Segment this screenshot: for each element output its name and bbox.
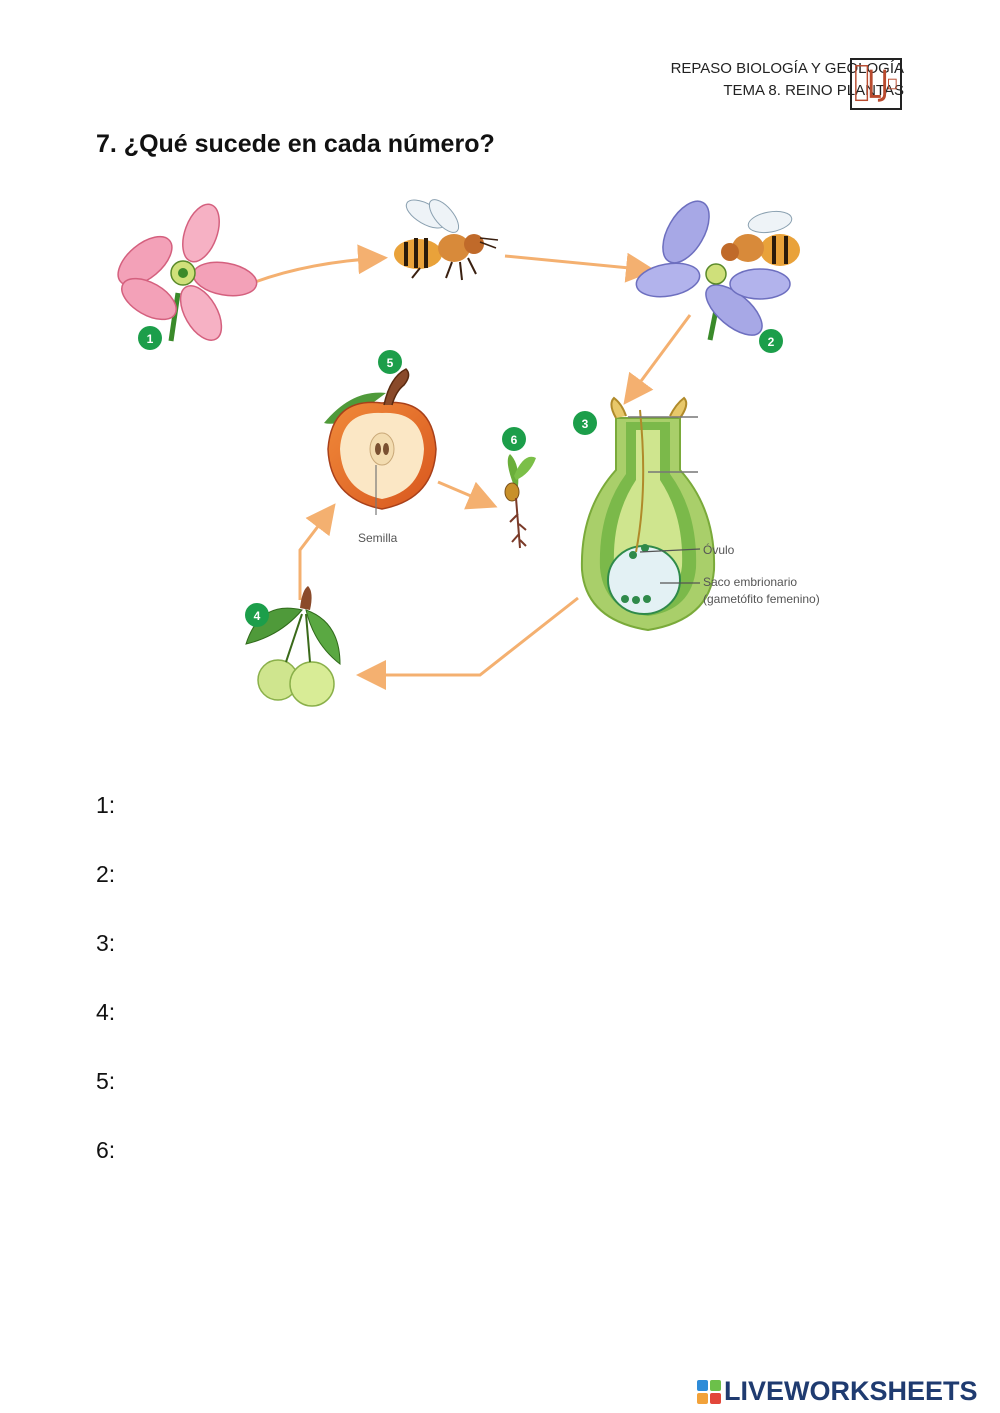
svg-text:3: 3 [582,417,589,431]
answer-label-1: 1: [96,792,116,818]
answer-row: 3: [96,930,836,999]
answer-row: 5: [96,1068,836,1137]
school-logo [850,58,902,110]
svg-text:4: 4 [254,609,261,623]
answer-list: 1: 2: 3: 4: 5: 6: [96,792,836,1206]
bee-illustration [394,199,499,281]
arrow-5-to-6 [437,480,498,510]
answer-field-3[interactable] [136,930,836,958]
badge-6: 6 [502,427,526,451]
svg-text:2: 2 [768,335,775,349]
answer-row: 6: [96,1137,836,1206]
answer-row: 4: [96,999,836,1068]
arrow-3-to-4 [356,596,579,690]
svg-text:6: 6 [511,433,518,447]
answer-field-1[interactable] [136,792,836,820]
apple-fruit-illustration [324,368,437,515]
answer-field-2[interactable] [136,861,836,889]
pistil-cross-section-illustration [580,396,716,632]
question-title: 7. ¿Qué sucede en cada número? [96,130,495,158]
liveworksheets-logo-icon [697,1379,721,1404]
svg-text:5: 5 [387,356,394,370]
arrow-2-to-3 [623,314,692,405]
liveworksheets-footer: LIVEWORKSHEETS [697,1376,978,1407]
svg-text:1: 1 [147,332,154,346]
header-line-2: TEMA 8. REINO PLANTAS [723,82,904,99]
answer-row: 2: [96,861,836,930]
answer-label-4: 4: [96,999,116,1025]
embryo-sac-label-line1: Saco embrionario [703,575,797,589]
header-text: REPASO BIOLOGÍA Y GEOLOGÍA TEMA 8. REINO… [671,58,904,102]
ovule-label: Óvulo [703,542,735,557]
arrow-4-to-5 [298,503,336,600]
embryo-sac-label-line2: (gametófito femenino) [703,592,820,606]
liveworksheets-brand: LIVEWORKSHEETS [724,1376,978,1406]
arrow-1-to-bee [254,244,388,284]
blue-flower-with-bee-illustration [635,200,800,341]
answer-label-2: 2: [96,861,116,887]
arrow-bee-to-2 [504,252,656,283]
pollination-cycle-diagram: 1 2 3 4 5 6 Semilla Óvulo Saco embrionar… [117,199,820,707]
answer-label-3: 3: [96,930,116,956]
badge-2: 2 [759,329,783,353]
header-line-1: REPASO BIOLOGÍA Y GEOLOGÍA [670,60,904,77]
seed-label: Semilla [358,531,398,545]
answer-row: 1: [96,792,836,861]
answer-field-4[interactable] [136,999,836,1027]
badge-1: 1 [138,326,162,350]
answer-label-6: 6: [96,1137,116,1163]
answer-label-5: 5: [96,1068,116,1094]
answer-field-5[interactable] [136,1068,836,1096]
seedling-illustration [504,454,536,549]
badge-3: 3 [573,411,597,435]
badge-5: 5 [378,350,402,374]
pink-flower-illustration [117,203,258,342]
young-fruit-illustration [245,586,341,707]
badge-4: 4 [245,603,269,627]
answer-field-6[interactable] [136,1137,836,1165]
